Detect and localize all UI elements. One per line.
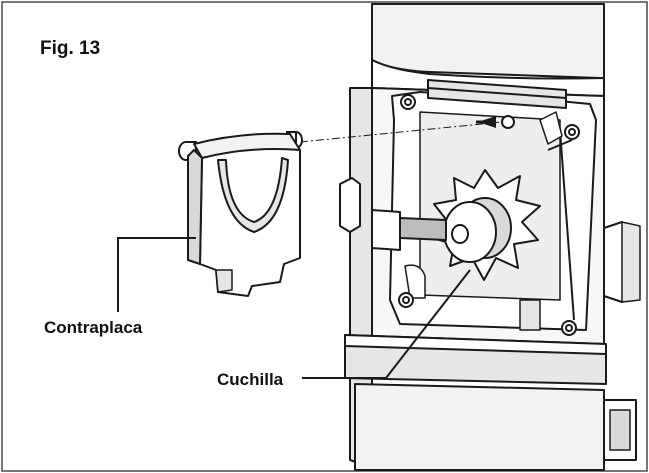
- leader-lines: [117, 237, 471, 379]
- contraplaca-label: Contraplaca: [44, 318, 143, 337]
- figure-title: Fig. 13: [40, 38, 101, 59]
- contraplaca-leader: [117, 237, 196, 312]
- alignment-line: [299, 121, 503, 143]
- counterplate: [178, 131, 303, 297]
- insertion-arrow: [476, 116, 496, 128]
- appliance-body: [339, 3, 641, 471]
- cuchilla-label: Cuchilla: [217, 370, 284, 389]
- cuchilla-leader: [302, 269, 471, 379]
